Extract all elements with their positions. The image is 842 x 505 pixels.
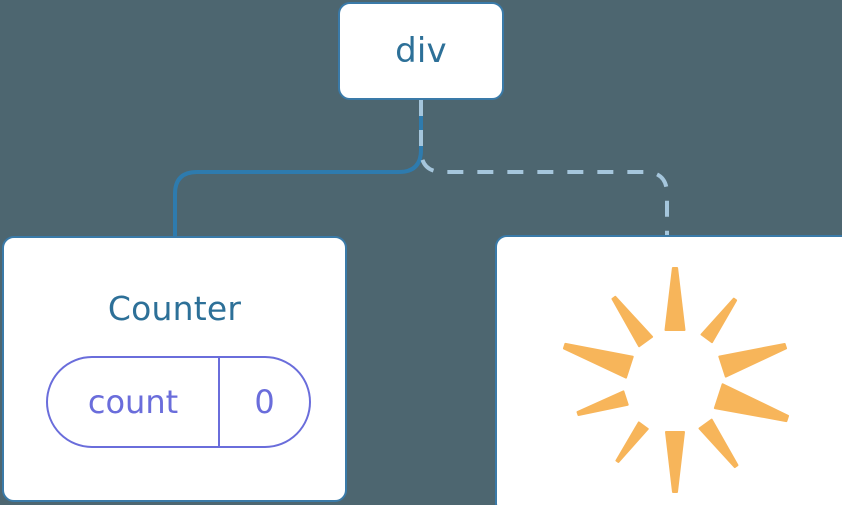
state-pill-count[interactable]: count 0: [46, 356, 311, 448]
node-div[interactable]: div: [338, 2, 504, 100]
edge-div-to-loading: [419, 100, 669, 237]
spinner-ray-5: [665, 431, 685, 493]
spinner-ray-2: [562, 342, 634, 379]
spinner-ray-3: [576, 390, 629, 416]
edge-div-to-counter: [173, 100, 423, 238]
spinner-ray-1: [611, 295, 654, 348]
node-loading[interactable]: [495, 235, 842, 505]
node-counter[interactable]: Counter count 0: [2, 236, 347, 502]
spinner-ray-7: [713, 383, 790, 423]
spinner-ray-6: [698, 418, 739, 469]
spinner-ray-0: [664, 267, 686, 331]
spinner-ray-4: [615, 421, 649, 463]
spinner-container: [497, 237, 842, 505]
node-div-label: div: [395, 31, 447, 71]
spinner-icon: [562, 267, 790, 493]
state-pill-value: 0: [220, 358, 309, 446]
state-pill-key: count: [48, 358, 220, 446]
node-counter-label: Counter: [107, 289, 242, 328]
state-key-label: count: [87, 383, 179, 421]
spinner-ray-8: [718, 342, 788, 378]
spinner-ray-9: [700, 297, 738, 344]
state-value-label: 0: [254, 383, 275, 421]
